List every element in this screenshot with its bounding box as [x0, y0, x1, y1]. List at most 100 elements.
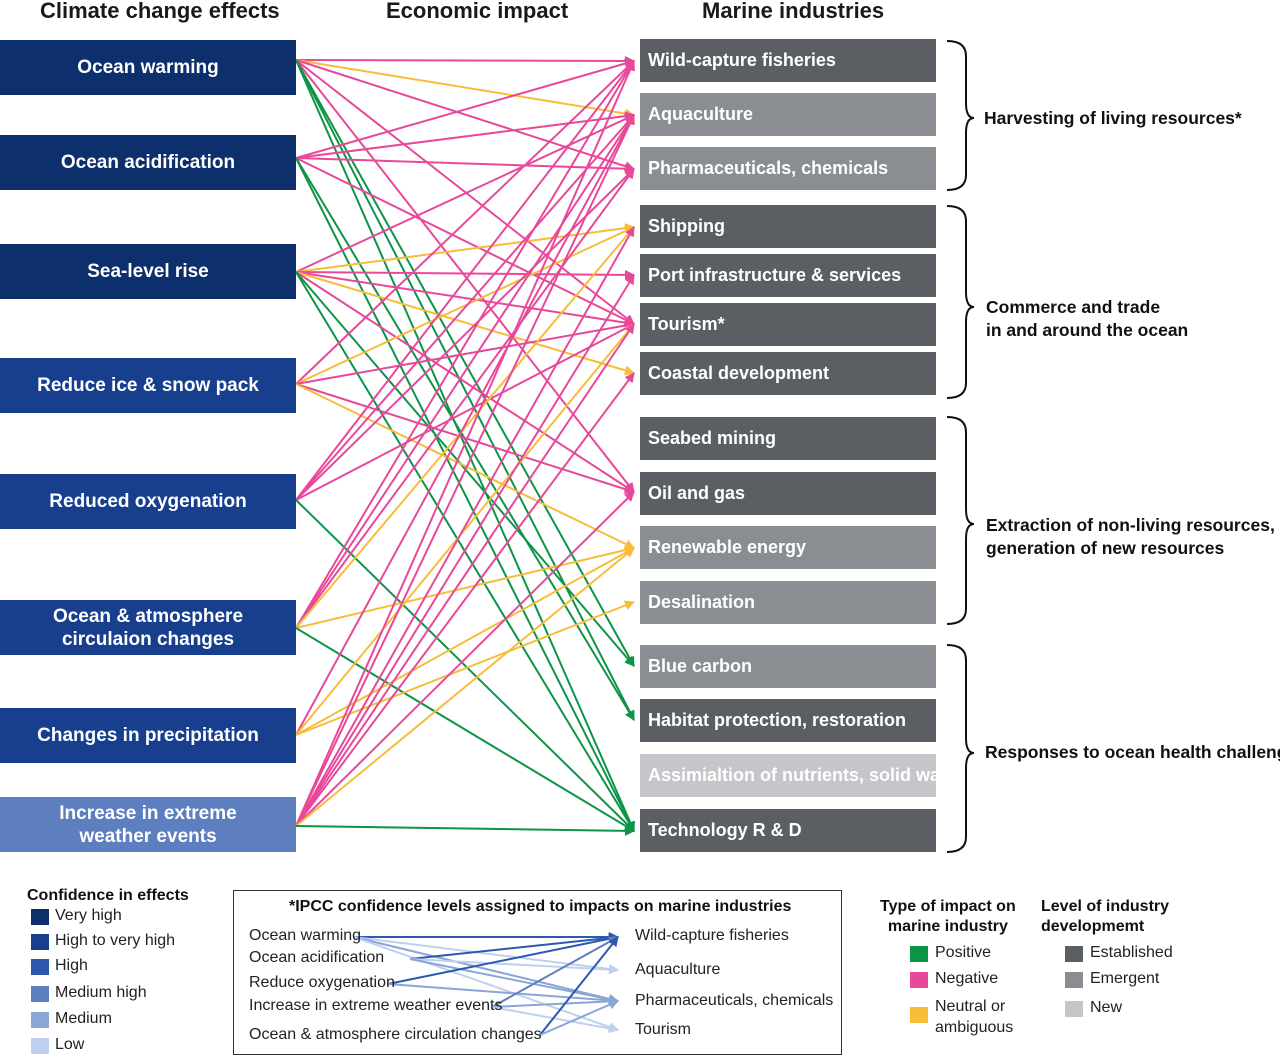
industry-port-infrastructure: Port infrastructure & services	[640, 254, 936, 297]
legend-level-item: Established	[1090, 944, 1173, 961]
effect-ocean-acidification: Ocean acidification	[0, 135, 296, 190]
legend-impact-item: Neutral or ambiguous	[935, 998, 1014, 1036]
impact-arrow-positive	[295, 59, 635, 667]
impact-arrow-negative	[295, 323, 635, 827]
impact-arrow-negative	[295, 114, 635, 629]
impact-arrow-negative	[295, 59, 635, 493]
legend-confidence-item: Low	[55, 1036, 85, 1053]
group-harvesting: Harvesting of living resources*	[984, 108, 1242, 128]
ipcc-title: *IPCC confidence levels assigned to impa…	[289, 898, 792, 915]
legend-confidence-item: High	[55, 957, 88, 974]
impact-arrow-positive	[295, 825, 635, 836]
impact-arrow-neutral	[295, 600, 635, 736]
impact-arrow-negative	[295, 226, 635, 827]
industry-pharmaceuticals: Pharmaceuticals, chemicals	[640, 147, 936, 190]
impact-arrow-negative	[295, 114, 635, 273]
impact-arrow-negative	[295, 271, 635, 493]
impact-arrow-negative	[295, 59, 635, 325]
industry-aquaculture: Aquaculture	[640, 93, 936, 136]
impact-arrow-negative	[295, 271, 635, 328]
group-responses: Responses to ocean health challenges	[985, 742, 1280, 762]
impact-arrow-positive	[295, 627, 635, 832]
industry-desalination: Desalination	[640, 581, 936, 624]
legend-confidence-item: Very high	[55, 907, 122, 924]
industry-technology-rd: Technology R & D	[640, 809, 936, 852]
industry-habitat-protection: Habitat protection, restoration	[640, 699, 936, 742]
impact-arrow-negative	[295, 157, 635, 325]
ipcc-industry: Pharmaceuticals, chemicals	[635, 992, 834, 1009]
header-economic-impact: Economic impact	[386, 0, 569, 23]
impact-arrow-negative	[295, 60, 635, 629]
legend-impact-item: Positive	[935, 944, 992, 961]
impact-arrow-negative	[295, 58, 635, 159]
impact-arrow-negative	[295, 111, 635, 159]
legend-confidence-title: Confidence in effects	[27, 887, 189, 904]
legend-level-item: Emergent	[1090, 970, 1160, 987]
legend-swatch-medium-high	[31, 986, 49, 1002]
ipcc-effect: Ocean & atmosphere circulation changes	[249, 1026, 542, 1043]
impact-arrow-neutral	[295, 226, 635, 385]
legend-swatch-high-to-very-high	[31, 934, 49, 950]
effect-reduce-ice-snow: Reduce ice & snow pack	[0, 358, 296, 413]
ipcc-effect: Ocean acidification	[249, 949, 385, 966]
impact-arrow-negative	[295, 60, 635, 385]
impact-arrow-neutral	[295, 547, 635, 827]
legend-confidence-item: Medium	[55, 1010, 112, 1027]
impact-links	[295, 55, 635, 836]
industry-renewable-energy: Renewable energy	[640, 526, 936, 569]
legend-swatch-new	[1065, 1001, 1083, 1017]
impact-arrow-negative	[295, 491, 635, 827]
legend-swatch-neutral	[910, 1007, 928, 1023]
ipcc-industry: Aquaculture	[635, 961, 721, 978]
effect-precipitation: Changes in precipitation	[0, 708, 296, 763]
legend-impact-title: Type of impact on marine industry	[880, 898, 1016, 935]
industry-oil-and-gas: Oil and gas	[640, 472, 936, 515]
legend-swatch-emergent	[1065, 972, 1083, 988]
effect-extreme-weather: Increase in extreme weather events	[0, 797, 296, 852]
impact-arrow-negative	[295, 372, 635, 827]
industry-tourism: Tourism*	[640, 303, 936, 346]
impact-arrow-negative	[295, 168, 635, 629]
legend-swatch-low	[31, 1038, 49, 1054]
impact-arrow-neutral	[295, 226, 635, 629]
impact-arrow-negative	[295, 168, 635, 501]
impact-arrow-neutral	[295, 383, 635, 549]
ipcc-effect: Ocean warming	[249, 927, 362, 944]
ipcc-effect: Increase in extreme weather events	[249, 997, 503, 1014]
group-extraction: Extraction of non-living resources, gene…	[986, 515, 1275, 558]
impact-arrow-positive	[295, 59, 635, 721]
impact-arrow-negative	[295, 60, 635, 501]
industry-blue-carbon: Blue carbon	[640, 645, 936, 688]
legend-swatch-very-high	[31, 909, 49, 925]
effect-ocean-warming: Ocean warming	[0, 40, 296, 95]
group-commerce-trade: Commerce and trade in and around the oce…	[986, 297, 1189, 340]
industry-coastal-development: Coastal development	[640, 352, 936, 395]
legend-confidence-item: High to very high	[55, 932, 176, 949]
header-marine-industries: Marine industries	[702, 0, 885, 23]
ipcc-effect: Reduce oxygenation	[249, 974, 395, 991]
impact-arrow-negative	[295, 269, 635, 280]
legend-swatch-positive	[910, 946, 928, 962]
effect-sea-level-rise: Sea-level rise	[0, 244, 296, 299]
legend-swatch-medium	[31, 1012, 49, 1028]
header-climate-effects: Climate change effects	[40, 0, 280, 23]
impact-arrow-neutral	[295, 545, 635, 629]
legend-swatch-negative	[910, 972, 928, 988]
legend-swatch-established	[1065, 946, 1083, 962]
legend-impact-item: Negative	[935, 970, 999, 987]
impact-arrow-neutral	[295, 271, 635, 376]
legend-level-title: Level of industry developmemt	[1041, 898, 1170, 935]
effect-circulation-changes: Ocean & atmosphere circulaion changes	[0, 600, 296, 655]
industry-shipping: Shipping	[640, 205, 936, 248]
impact-arrow-negative	[295, 323, 635, 501]
impact-arrow-negative	[295, 320, 635, 385]
ipcc-industry: Wild-capture fisheries	[635, 927, 789, 944]
legend-confidence-item: Medium high	[55, 984, 147, 1001]
impact-arrow-negative	[295, 59, 635, 171]
impact-arrow-negative	[295, 55, 635, 66]
industry-seabed-mining: Seabed mining	[640, 417, 936, 460]
legend-swatch-high	[31, 959, 49, 975]
industry-assimilation: Assimialtion of nutrients, solid waste	[640, 754, 966, 797]
ipcc-industry: Tourism	[635, 1021, 692, 1038]
impact-arrow-neutral	[295, 323, 635, 736]
